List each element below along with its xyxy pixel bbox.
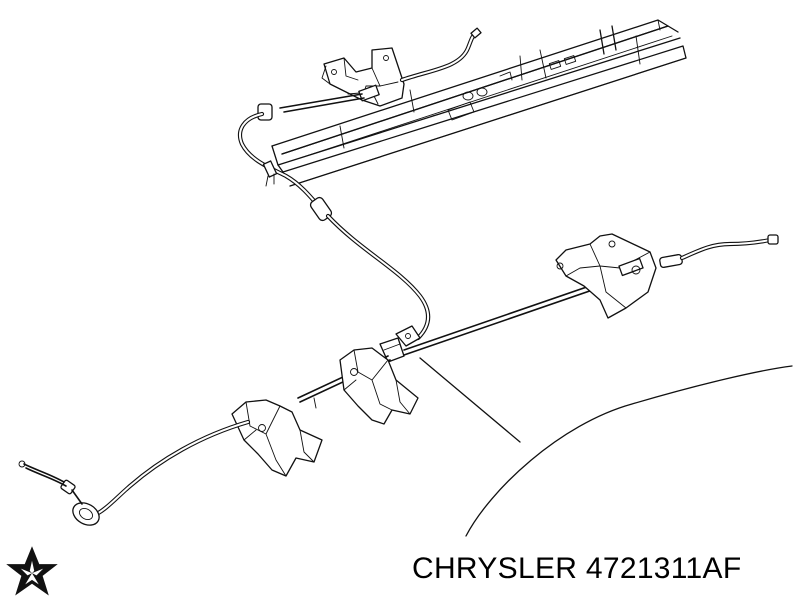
part-number-caption: CHRYSLER 4721311AF (412, 552, 742, 585)
upper-cable-end (399, 27, 482, 83)
right-cable-end (659, 234, 779, 269)
center-mounting-bracket (339, 347, 419, 425)
cable-equalizer (379, 325, 421, 363)
main-cable (237, 93, 431, 341)
wheel-outline (419, 357, 793, 537)
left-cable (18, 397, 317, 526)
left-mounting-bracket (231, 399, 323, 477)
frame-rail (271, 19, 687, 187)
right-mounting-bracket (555, 233, 657, 319)
chrysler-pentastar-icon (6, 546, 58, 596)
upper-mounting-bracket (321, 47, 405, 107)
